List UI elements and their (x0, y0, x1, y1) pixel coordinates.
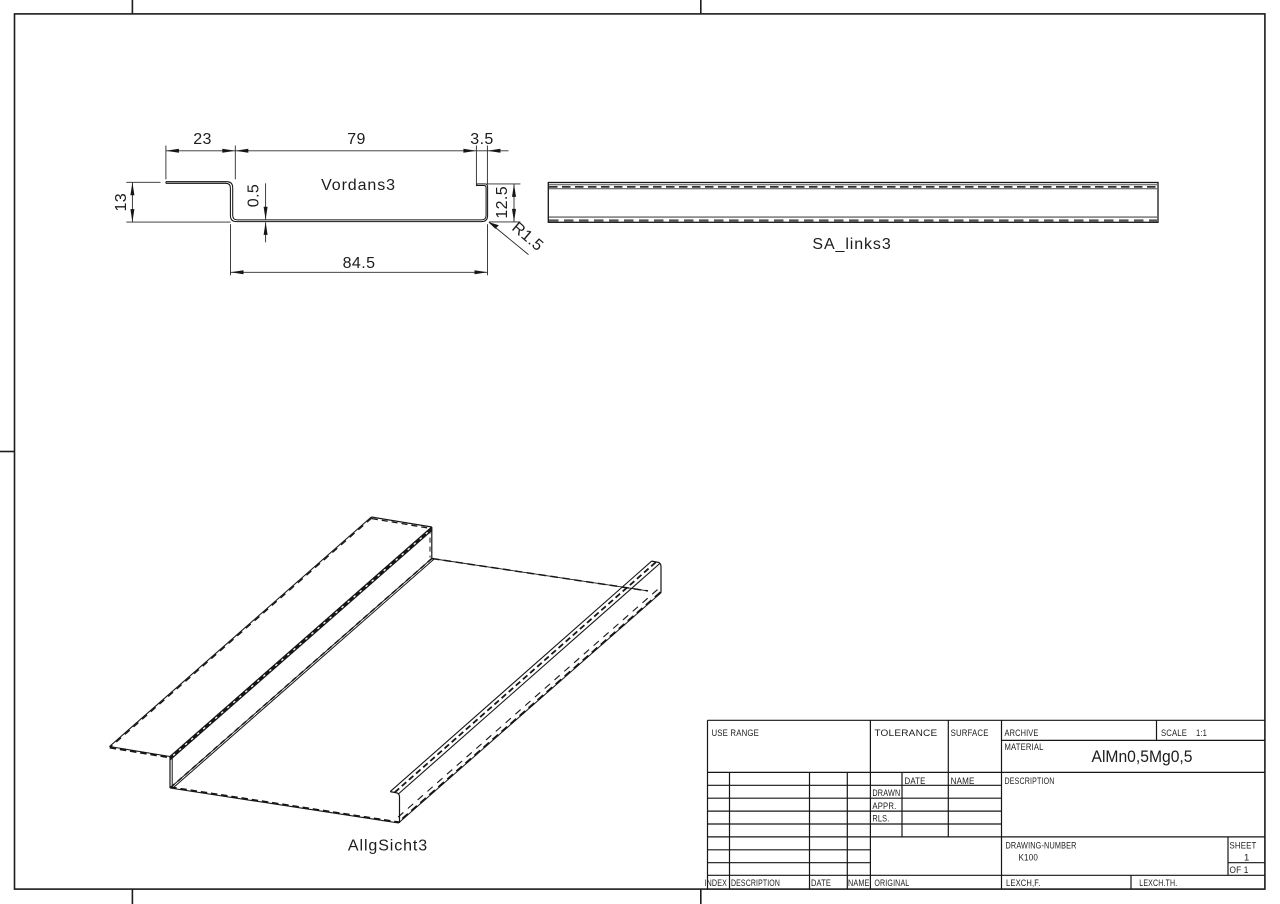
svg-text:DRAWING-NUMBER: DRAWING-NUMBER (1006, 840, 1077, 851)
svg-text:INDEX: INDEX (705, 878, 728, 889)
svg-text:13: 13 (113, 193, 130, 212)
svg-text:AlMn0,5Mg0,5: AlMn0,5Mg0,5 (1092, 747, 1193, 766)
svg-text:LEXCH.TH.: LEXCH.TH. (1139, 878, 1177, 889)
svg-text:RLS.: RLS. (872, 814, 889, 825)
svg-text:DRAWN: DRAWN (872, 788, 900, 799)
svg-text:ARCHIVE: ARCHIVE (1005, 728, 1039, 739)
svg-text:MATERIAL: MATERIAL (1005, 742, 1044, 753)
svg-text:USE RANGE: USE RANGE (712, 728, 760, 739)
svg-text:APPR.: APPR. (872, 801, 896, 812)
svg-text:LEXCH,F.: LEXCH,F. (1006, 878, 1041, 889)
svg-text:SHEET: SHEET (1230, 840, 1257, 851)
svg-text:12.5: 12.5 (494, 186, 511, 219)
svg-text:DESCRIPTION: DESCRIPTION (731, 878, 780, 889)
svg-text:DESCRIPTION: DESCRIPTION (1005, 776, 1055, 787)
svg-text:DATE: DATE (811, 878, 831, 889)
svg-text:DATE: DATE (905, 776, 926, 787)
svg-text:Vordans3: Vordans3 (321, 177, 396, 194)
svg-text:TOLERANCE: TOLERANCE (874, 728, 937, 739)
svg-text:NAME: NAME (951, 776, 975, 787)
svg-text:79: 79 (347, 131, 366, 148)
svg-text:84.5: 84.5 (343, 255, 376, 272)
svg-text:23: 23 (193, 131, 212, 148)
svg-text:ORIGINAL: ORIGINAL (874, 878, 909, 889)
svg-text:SURFACE: SURFACE (951, 728, 989, 739)
svg-text:0.5: 0.5 (246, 184, 263, 207)
svg-text:AllgSicht3: AllgSicht3 (348, 838, 428, 855)
svg-text:SCALE: SCALE (1161, 728, 1187, 739)
svg-text:NAME: NAME (848, 878, 870, 889)
svg-text:1:1: 1:1 (1196, 728, 1207, 739)
svg-text:3.5: 3.5 (470, 131, 493, 148)
svg-text:1: 1 (1244, 853, 1249, 864)
svg-text:OF 1: OF 1 (1230, 865, 1249, 876)
svg-text:K100: K100 (1019, 853, 1039, 864)
svg-text:SA_links3: SA_links3 (812, 236, 891, 253)
